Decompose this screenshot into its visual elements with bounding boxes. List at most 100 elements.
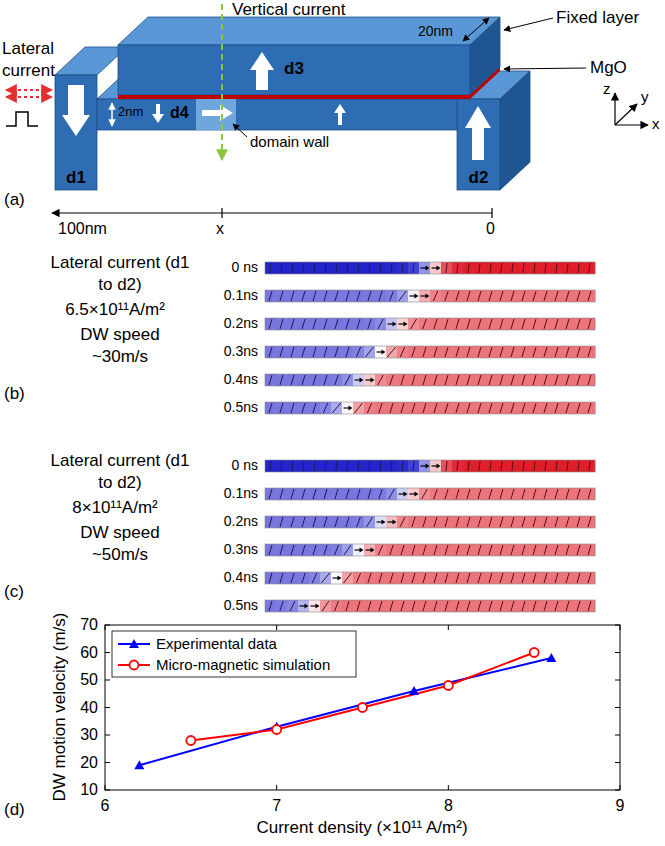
cell bbox=[397, 402, 408, 414]
cell bbox=[507, 516, 518, 528]
label: Lateral current bbox=[2, 38, 74, 82]
moment-tick bbox=[324, 375, 327, 385]
cell bbox=[452, 262, 463, 274]
cell bbox=[320, 572, 331, 584]
moment-tick bbox=[511, 601, 514, 611]
moment-tick bbox=[467, 347, 470, 357]
label: 20nm bbox=[418, 23, 453, 40]
cell bbox=[276, 402, 287, 414]
cell bbox=[518, 600, 529, 612]
moment-tick bbox=[555, 375, 558, 385]
label: (b) bbox=[4, 384, 25, 404]
moment-tick bbox=[556, 461, 557, 471]
moment-tick bbox=[534, 263, 535, 273]
moment-tick bbox=[490, 461, 491, 471]
moment-tick bbox=[390, 573, 393, 583]
moment-tick bbox=[423, 347, 426, 357]
leader-line bbox=[504, 18, 553, 30]
cell bbox=[441, 290, 452, 302]
moment-tick bbox=[511, 291, 514, 301]
moment-head bbox=[426, 294, 430, 299]
cell bbox=[276, 374, 287, 386]
cell bbox=[551, 262, 562, 274]
label: 0.4ns bbox=[178, 569, 258, 586]
cell bbox=[485, 516, 496, 528]
moment-tick bbox=[523, 461, 524, 471]
moment-tick bbox=[366, 347, 374, 357]
leader-line bbox=[504, 68, 586, 69]
cell bbox=[419, 290, 430, 302]
moment-tick bbox=[269, 319, 272, 329]
cell bbox=[441, 488, 452, 500]
cell bbox=[584, 544, 595, 556]
dimension-tick bbox=[491, 208, 492, 218]
moment-tick bbox=[378, 545, 383, 555]
cell bbox=[265, 374, 276, 386]
moment-tick bbox=[401, 601, 404, 611]
cell bbox=[265, 600, 276, 612]
moment-tick bbox=[490, 263, 491, 273]
moment-tick bbox=[456, 545, 459, 555]
cell bbox=[551, 460, 562, 472]
cell bbox=[386, 346, 397, 358]
cell bbox=[342, 516, 353, 528]
moment-tick bbox=[281, 461, 282, 471]
cell bbox=[452, 318, 463, 330]
moment-tick bbox=[379, 291, 382, 301]
moment-head bbox=[382, 520, 386, 525]
cell bbox=[562, 318, 573, 330]
cell bbox=[375, 544, 386, 556]
moment-tick bbox=[302, 291, 305, 301]
cell bbox=[408, 572, 419, 584]
cell bbox=[463, 346, 474, 358]
label: 0.1ns bbox=[178, 485, 258, 502]
cell bbox=[375, 460, 386, 472]
moment-head bbox=[437, 464, 441, 469]
moment-tick bbox=[402, 461, 403, 471]
cell bbox=[364, 346, 375, 358]
moment-tick bbox=[368, 601, 371, 611]
moment-tick bbox=[567, 263, 568, 273]
cell bbox=[342, 572, 353, 584]
cell bbox=[320, 544, 331, 556]
cell bbox=[507, 600, 518, 612]
moment-tick bbox=[544, 403, 547, 413]
cell bbox=[474, 544, 485, 556]
moment-tick bbox=[578, 263, 579, 273]
moment-tick bbox=[269, 545, 272, 555]
moment-tick bbox=[533, 517, 536, 527]
cell bbox=[540, 374, 551, 386]
cell bbox=[331, 572, 342, 584]
cell bbox=[353, 488, 364, 500]
thickness-arrow bbox=[111, 103, 113, 126]
moment-tick bbox=[467, 375, 470, 385]
label: (c) bbox=[4, 582, 24, 602]
cell bbox=[496, 516, 507, 528]
cell bbox=[463, 318, 474, 330]
moment-tick bbox=[357, 601, 360, 611]
cell bbox=[408, 318, 419, 330]
label: 0 ns bbox=[178, 259, 258, 276]
moment-tick bbox=[321, 573, 329, 583]
cell bbox=[287, 402, 298, 414]
moment-tick bbox=[578, 461, 579, 471]
moment-tick bbox=[588, 291, 591, 301]
moment-tick bbox=[291, 319, 294, 329]
label: Lateral current (d1 to d2) bbox=[45, 252, 195, 296]
lateral-current-arrow bbox=[6, 96, 52, 98]
cell bbox=[298, 262, 309, 274]
cell bbox=[518, 572, 529, 584]
moment-tick bbox=[346, 601, 349, 611]
moment-tick bbox=[314, 263, 315, 273]
cell bbox=[408, 262, 419, 274]
cell bbox=[562, 374, 573, 386]
cell bbox=[419, 572, 430, 584]
moment-tick bbox=[391, 263, 392, 273]
cell bbox=[331, 290, 342, 302]
cell bbox=[496, 402, 507, 414]
cell bbox=[419, 460, 430, 472]
cell bbox=[485, 402, 496, 414]
moment-tick bbox=[380, 263, 381, 273]
domain-strip bbox=[265, 318, 595, 330]
